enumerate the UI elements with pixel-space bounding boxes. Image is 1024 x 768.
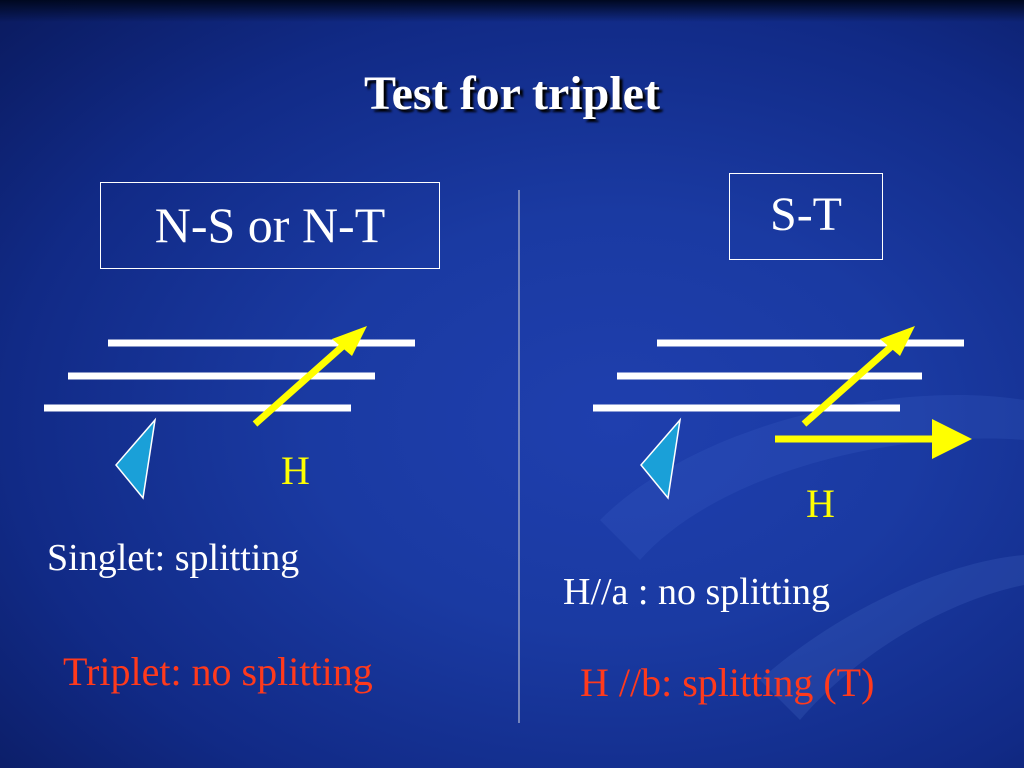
- right-hb-text: H //b: splitting (T): [580, 660, 875, 705]
- panel-divider: [518, 190, 520, 723]
- right-ha-text: H//a : no splitting: [563, 571, 831, 613]
- left-singlet-text: Singlet: splitting: [47, 537, 300, 579]
- left-field-label: H: [281, 448, 310, 493]
- right-prism-icon: [640, 417, 682, 500]
- ns-nt-label-box: N-S or N-T: [100, 182, 440, 269]
- left-field-arrow-icon: [252, 326, 367, 427]
- right-field-arrow-horizontal-icon: [775, 419, 972, 459]
- top-shadow-band: [0, 0, 1024, 22]
- slide-title: Test for triplet: [364, 67, 660, 120]
- right-field-label: H: [806, 481, 835, 526]
- st-label-box: S-T: [729, 173, 883, 260]
- left-prism-icon: [115, 417, 157, 500]
- right-field-arrow-diagonal-icon: [801, 326, 915, 427]
- left-stacked-lines: [44, 339, 415, 412]
- right-stacked-lines: [593, 339, 964, 412]
- left-triplet-text: Triplet: no splitting: [63, 649, 373, 694]
